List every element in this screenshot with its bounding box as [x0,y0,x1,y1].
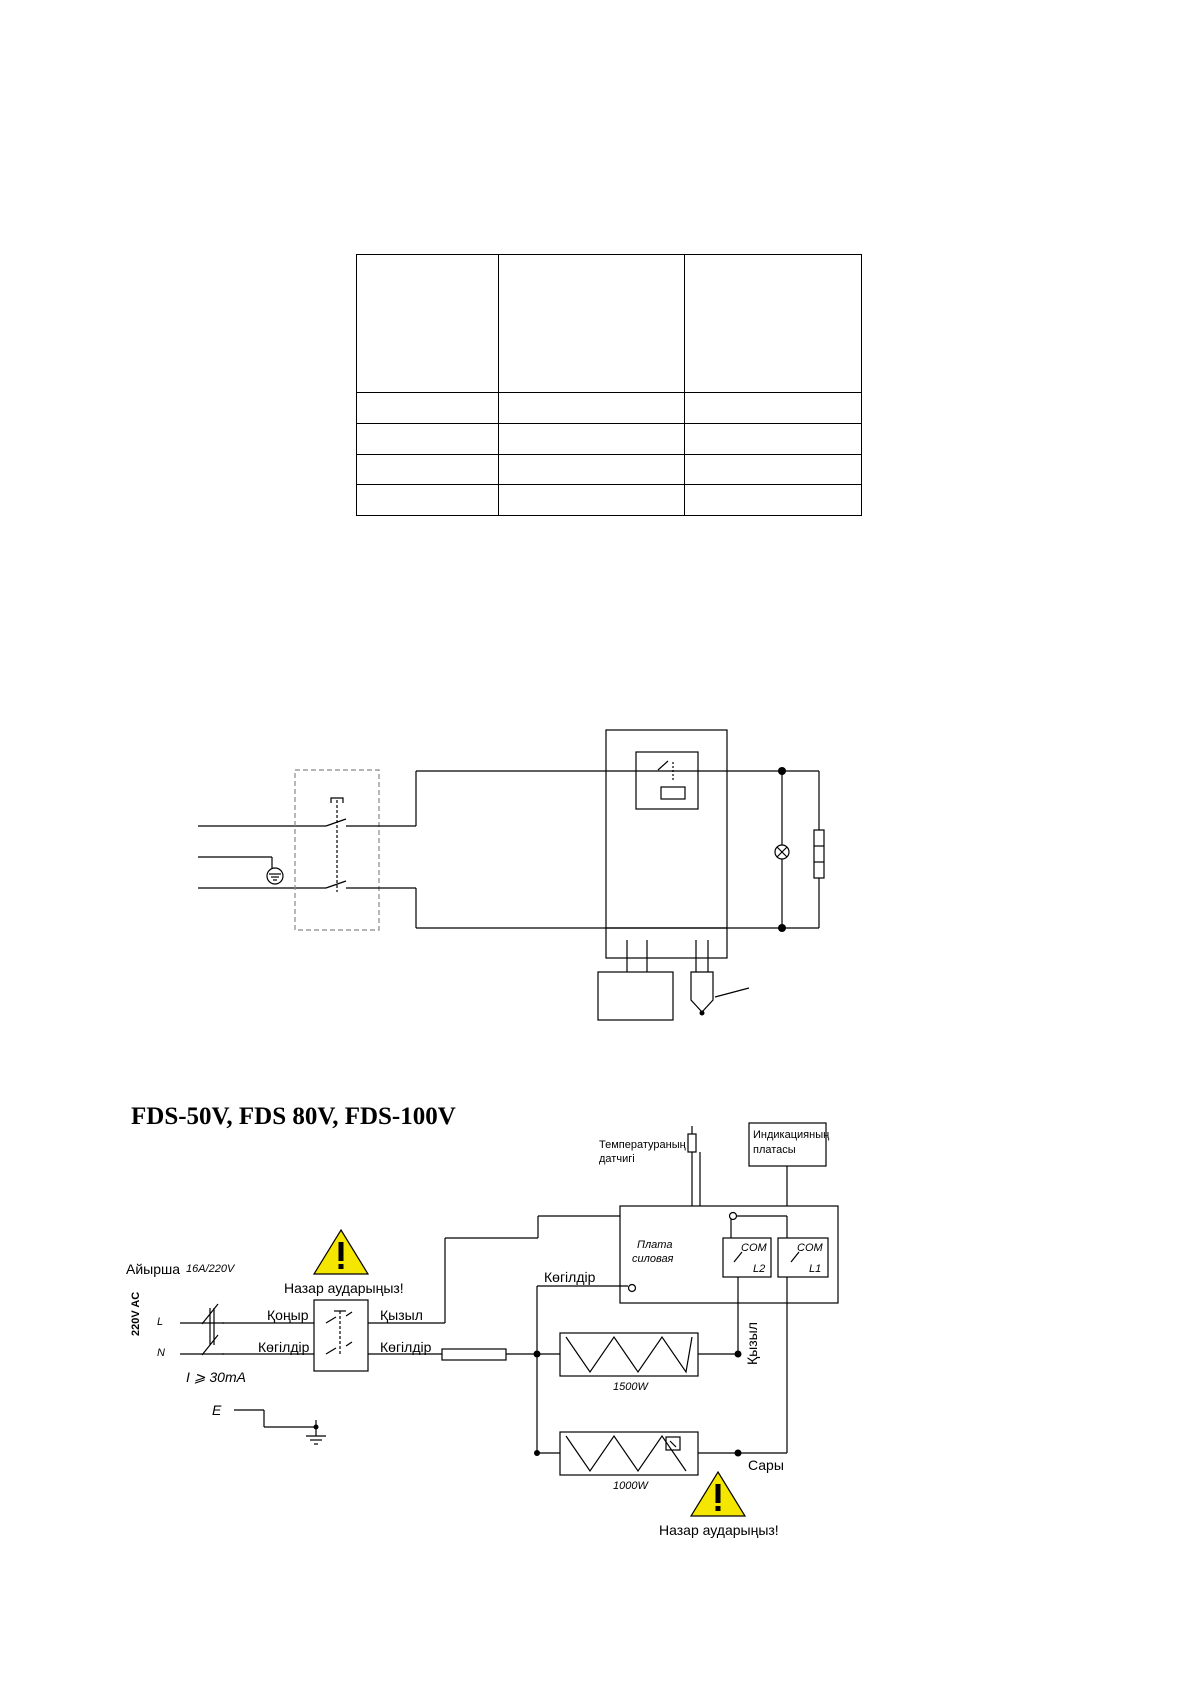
line-e-label: E [212,1402,222,1418]
lamp-symbol [774,844,790,860]
table-row [356,454,862,485]
temp-sensor-label: Температураның [599,1139,686,1151]
table-cell [684,254,862,393]
breaker-rating-label: 16A/220V [186,1263,235,1275]
blue-wire-label-board: Көгілдір [544,1269,596,1285]
power-board-label: Плата [637,1239,673,1251]
temp-sensor-label-2: датчигі [599,1153,635,1165]
com-label: COM [797,1242,823,1254]
power-board-label-2: силовая [632,1253,674,1265]
table-cell [498,454,685,485]
blue-wire-label-out: Көгілдір [380,1339,432,1355]
power-board [619,1205,839,1304]
temperature-sensor [687,1133,697,1153]
table-cell [356,423,499,455]
yellow-wire-label: Сары [748,1457,784,1473]
wiring-diagram-1 [198,729,825,1021]
line-l-label: L [157,1316,164,1328]
empty-table [356,254,862,516]
supply-voltage-label: 220V AC [130,1291,142,1336]
red-wire-label-vertical: Қызыл [744,1322,760,1365]
blue-wire-label-in: Көгілдір [258,1339,310,1355]
table-cell [684,392,862,424]
heater-1000w [559,1431,699,1476]
table-row [356,484,862,516]
heater-1500w [559,1332,699,1377]
warning-label-top: Назар аударыңыз! [284,1280,404,1296]
rcd-label: I ⩾ 30mA [186,1369,246,1385]
line-n-label: N [157,1347,165,1359]
table-cell [684,454,862,485]
red-wire-label-out: Қызыл [380,1307,423,1323]
l2-label: L2 [753,1263,766,1275]
model-title: FDS-50V, FDS 80V, FDS-100V [131,1103,456,1130]
indication-board-label: Индикацияның [753,1129,830,1141]
com-label: COM [741,1242,767,1254]
table-cell [684,484,862,516]
heater-1000w-label: 1000W [613,1480,648,1492]
brown-wire-label: Қоңыр [267,1307,309,1323]
table-row [356,423,862,455]
table-cell [498,484,685,516]
switch-box [313,1299,369,1372]
ground-symbol [266,867,284,885]
warning-label-bottom: Назар аударыңыз! [659,1522,779,1538]
heater-1500w-label: 1500W [613,1381,648,1393]
table-cell [356,484,499,516]
l1-label: L1 [809,1263,822,1275]
breaker-label: Айырша [126,1261,181,1277]
table-cell [684,423,862,455]
indication-board-label-2: платасы [753,1144,796,1156]
table-cell [356,254,499,393]
